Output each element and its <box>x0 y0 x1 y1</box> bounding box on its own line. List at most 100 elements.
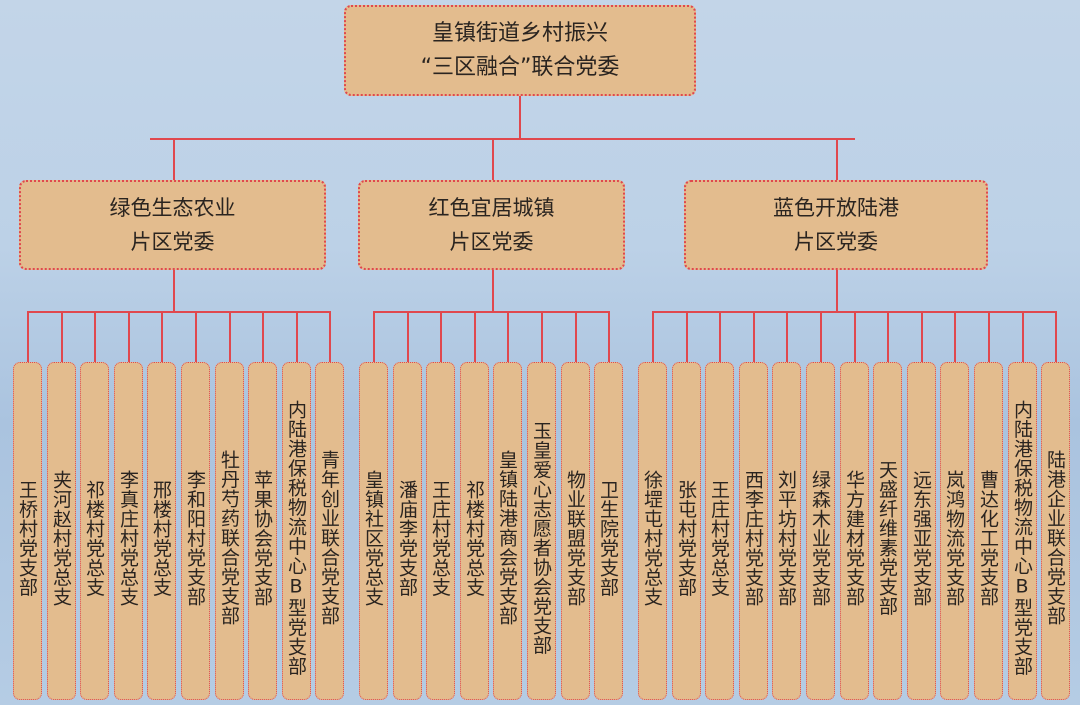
branch-label: 玉皇爱心志愿者协会党支部 <box>530 421 552 655</box>
branch-label: 陆港企业联合党支部 <box>1044 450 1066 626</box>
root-committee-box: 皇镇街道乡村振兴 “三区融合”联合党委 <box>344 5 696 96</box>
connector-branch-bar-1 <box>373 311 610 313</box>
branch-box: 玉皇爱心志愿者协会党支部 <box>527 362 556 700</box>
connector-branch <box>373 311 375 362</box>
branch-label: 天盛纤维素党支部 <box>876 460 898 616</box>
branch-label: 青年创业联合党支部 <box>318 450 340 626</box>
connector-district-0 <box>173 138 175 180</box>
branch-box: 徐堽屯村党总支 <box>638 362 667 700</box>
connector-district-down-0 <box>173 270 175 311</box>
connector-district-1 <box>492 138 494 180</box>
district-title-line1: 红色宜居城镇 <box>428 196 555 220</box>
branch-label: 王庄村党总支 <box>708 479 730 597</box>
branch-label: 曹达化工党支部 <box>977 469 999 607</box>
branch-label: 物业联盟党支部 <box>564 469 586 607</box>
branch-box: 内陆港保税物流中心B型党支部 <box>1008 362 1037 700</box>
branch-label: 王庄村党总支 <box>429 479 451 597</box>
connector-branch <box>94 311 96 362</box>
branch-box: 李和阳村党支部 <box>181 362 210 700</box>
connector-branch <box>296 311 298 362</box>
connector-branch <box>61 311 63 362</box>
branch-box: 牡丹芍药联合党支部 <box>215 362 244 700</box>
branch-box: 皇镇社区党总支 <box>359 362 388 700</box>
connector-branch <box>719 311 721 362</box>
connector-branch <box>988 311 990 362</box>
connector-branch <box>1055 311 1057 362</box>
connector-branch <box>652 311 654 362</box>
district-title-line2: 片区党委 <box>449 230 534 254</box>
root-title-line2: “三区融合”联合党委 <box>420 54 620 80</box>
connector-branch <box>195 311 197 362</box>
connector-district-down-1 <box>492 270 494 311</box>
branch-box: 皇镇陆港商会党支部 <box>493 362 522 700</box>
connector-branch <box>921 311 923 362</box>
connector-branch <box>820 311 822 362</box>
branch-box: 苹果协会党支部 <box>248 362 277 700</box>
branch-box: 卫生院党支部 <box>594 362 623 700</box>
branch-box: 陆港企业联合党支部 <box>1041 362 1070 700</box>
branch-label: 夹河赵村党总支 <box>50 469 72 607</box>
branch-label: 苹果协会党支部 <box>251 469 273 607</box>
district-committee-box: 蓝色开放陆港片区党委 <box>684 180 988 270</box>
branch-label: 内陆港保税物流中心B型党支部 <box>285 400 307 676</box>
branch-label: 祁楼村党总支 <box>463 479 485 597</box>
branch-label: 西李庄村党支部 <box>742 469 764 607</box>
connector-branch-bar-0 <box>27 311 331 313</box>
connector-district-bar <box>150 138 855 140</box>
connector-branch <box>161 311 163 362</box>
connector-branch <box>608 311 610 362</box>
connector-branch <box>262 311 264 362</box>
branch-label: 李真庄村党总支 <box>117 469 139 607</box>
branch-label: 华方建材党支部 <box>843 469 865 607</box>
branch-label: 绿森木业党支部 <box>809 469 831 607</box>
connector-branch <box>27 311 29 362</box>
branch-label: 皇镇社区党总支 <box>362 469 384 607</box>
branch-box: 青年创业联合党支部 <box>315 362 344 700</box>
branch-box: 张屯村党支部 <box>672 362 701 700</box>
branch-label: 卫生院党支部 <box>597 479 619 597</box>
branch-label: 邢楼村党总支 <box>150 479 172 597</box>
branch-label: 牡丹芍药联合党支部 <box>218 450 240 626</box>
connector-branch <box>575 311 577 362</box>
branch-box: 夹河赵村党总支 <box>47 362 76 700</box>
branch-box: 远东强亚党支部 <box>907 362 936 700</box>
connector-branch <box>1022 311 1024 362</box>
connector-branch <box>954 311 956 362</box>
district-title-line2: 片区党委 <box>794 230 878 254</box>
branch-box: 王庄村党总支 <box>426 362 455 700</box>
branch-box: 曹达化工党支部 <box>974 362 1003 700</box>
connector-branch <box>474 311 476 362</box>
district-title-line1: 蓝色开放陆港 <box>773 196 899 220</box>
branch-box: 内陆港保税物流中心B型党支部 <box>282 362 311 700</box>
branch-box: 华方建材党支部 <box>840 362 869 700</box>
branch-box: 祁楼村党总支 <box>80 362 109 700</box>
branch-label: 王桥村党支部 <box>16 479 38 597</box>
root-title-line1: 皇镇街道乡村振兴 <box>431 20 608 46</box>
branch-box: 天盛纤维素党支部 <box>873 362 902 700</box>
connector-branch <box>407 311 409 362</box>
district-committee-box: 红色宜居城镇片区党委 <box>358 180 625 270</box>
branch-label: 刘平坊村党支部 <box>775 469 797 607</box>
branch-box: 绿森木业党支部 <box>806 362 835 700</box>
branch-label: 远东强亚党支部 <box>910 469 932 607</box>
branch-label: 李和阳村党支部 <box>184 469 206 607</box>
connector-branch <box>128 311 130 362</box>
branch-box: 潘庙李党支部 <box>393 362 422 700</box>
branch-label: 皇镇陆港商会党支部 <box>496 450 518 626</box>
branch-box: 王庄村党总支 <box>705 362 734 700</box>
connector-branch <box>753 311 755 362</box>
branch-box: 西李庄村党支部 <box>739 362 768 700</box>
district-title-line1: 绿色生态农业 <box>109 196 236 220</box>
branch-box: 岚鸿物流党支部 <box>940 362 969 700</box>
branch-box: 李真庄村党总支 <box>114 362 143 700</box>
branch-box: 物业联盟党支部 <box>561 362 590 700</box>
connector-district-2 <box>836 138 838 180</box>
connector-branch <box>440 311 442 362</box>
branch-label: 内陆港保税物流中心B型党支部 <box>1011 400 1033 676</box>
branch-box: 王桥村党支部 <box>13 362 42 700</box>
branch-label: 张屯村党支部 <box>675 479 697 597</box>
connector-branch <box>507 311 509 362</box>
connector-branch <box>887 311 889 362</box>
connector-root <box>519 96 521 138</box>
connector-branch <box>854 311 856 362</box>
